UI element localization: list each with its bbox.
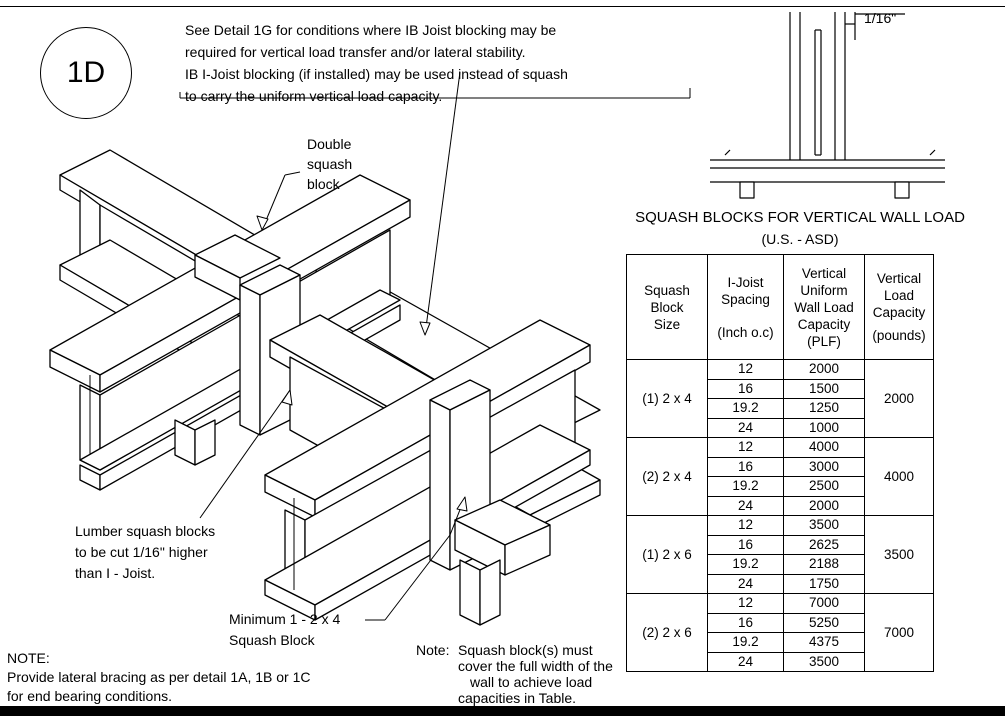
cell-spacing: 16 [707, 378, 784, 399]
cell-spacing: 24 [707, 495, 784, 516]
cell-size: (2) 2 x 4 [626, 437, 708, 516]
cell-size: (2) 2 x 6 [626, 593, 708, 672]
cell-spacing: 24 [707, 651, 784, 672]
note-left-heading: NOTE: [7, 650, 50, 666]
table-row: (1) 2 x 4 12 2000 2000 [626, 359, 934, 438]
header-uniform-capacity: Vertical Uniform Wall Load Capacity (PLF… [783, 254, 865, 360]
detail-id-badge: 1D [40, 27, 132, 119]
cell-plf: 7000 [783, 593, 865, 614]
cell-plf: 3500 [783, 651, 865, 672]
frame-top-border [0, 6, 1005, 7]
table-row: 24 3500 [627, 651, 934, 672]
cell-plf: 2000 [783, 359, 865, 380]
cell-spacing: 24 [707, 573, 784, 594]
cell-size: (1) 2 x 4 [626, 359, 708, 438]
note-bottom-line-3: wall to achieve load [470, 674, 593, 690]
top-note-line-3: IB I-Joist blocking (if installed) may b… [185, 66, 568, 82]
cell-spacing: 12 [707, 359, 784, 380]
cell-capacity: 7000 [864, 593, 934, 672]
cell-plf: 2188 [783, 554, 865, 575]
cell-spacing: 16 [707, 456, 784, 477]
callout-double-line-3: block [307, 176, 340, 192]
cell-plf: 1000 [783, 417, 865, 438]
top-note-line-2: required for vertical load transfer and/… [185, 44, 526, 60]
cell-spacing: 16 [707, 534, 784, 555]
cell-plf: 2625 [783, 534, 865, 555]
callout-minimum-line-1: Minimum 1 - 2 x 4 [229, 611, 341, 627]
cell-spacing: 19.2 [707, 398, 784, 419]
squash-block-load-table: Squash Block Size I-Joist Spacing (Inch … [626, 254, 934, 672]
cell-plf: 3500 [783, 515, 865, 536]
table-title: SQUASH BLOCKS FOR VERTICAL WALL LOAD [635, 209, 965, 226]
note-left-line-2: for end bearing conditions. [7, 688, 172, 704]
cell-plf: 1750 [783, 573, 865, 594]
cell-plf: 4375 [783, 632, 865, 653]
callout-lumber-line-2: to be cut 1/16" higher [75, 544, 208, 560]
callout-double-line-1: Double [307, 136, 352, 152]
cell-plf: 3000 [783, 456, 865, 477]
cell-plf: 5250 [783, 612, 865, 633]
bottom-post [174, 419, 551, 626]
cell-size: (1) 2 x 6 [626, 515, 708, 594]
callout-lumber-line-3: than I - Joist. [75, 565, 156, 581]
cell-spacing: 19.2 [707, 554, 784, 575]
table-row: 16 5250 [627, 612, 934, 633]
callout-double-line-2: squash [307, 156, 353, 172]
note-bottom-line-1: Squash block(s) must [458, 642, 593, 658]
callout-minimum-line-2: Squash Block [229, 632, 315, 648]
cell-plf: 4000 [783, 437, 865, 458]
cell-spacing: 16 [707, 612, 784, 633]
table-row: 16 2625 [627, 534, 934, 555]
table-subtitle: (U.S. - ASD) [761, 231, 839, 247]
cell-spacing: 19.2 [707, 632, 784, 653]
cell-spacing: 12 [707, 593, 784, 614]
cell-plf: 1250 [783, 398, 865, 419]
cell-plf: 1500 [783, 378, 865, 399]
cell-spacing: 12 [707, 437, 784, 458]
header-joist-spacing: I-Joist Spacing (Inch o.c) [707, 254, 784, 360]
table-header-row: Squash Block Size I-Joist Spacing (Inch … [626, 254, 934, 360]
header-load-capacity: Vertical Load Capacity (pounds) [864, 254, 934, 360]
cell-spacing: 24 [707, 417, 784, 438]
top-note-line-1: See Detail 1G for conditions where IB Jo… [185, 22, 557, 38]
cell-capacity: 4000 [864, 437, 934, 516]
top-note-line-4: to carry the uniform vertical load capac… [185, 88, 443, 104]
table-row: (2) 2 x 6 12 7000 7000 [626, 593, 934, 672]
cell-plf: 2500 [783, 476, 865, 497]
table-row: (2) 2 x 4 12 4000 4000 [626, 437, 934, 516]
elevation-dimension: 1/16" [864, 10, 897, 26]
table-row: (1) 2 x 6 12 3500 3500 [626, 515, 934, 594]
cell-spacing: 12 [707, 515, 784, 536]
cell-plf: 2000 [783, 495, 865, 516]
table-row: 19.2 2500 [627, 476, 934, 497]
note-left-line-1: Provide lateral bracing as per detail 1A… [7, 669, 311, 685]
callout-lumber-line-1: Lumber squash blocks [75, 523, 216, 539]
cell-spacing: 19.2 [707, 476, 784, 497]
note-bottom-prefix: Note: [416, 642, 450, 658]
bottom-border-bar [0, 706, 1005, 716]
table-row: 19.2 2188 [627, 554, 934, 575]
note-bottom-line-2: cover the full width of the [458, 658, 613, 674]
note-bottom-line-4: capacities in Table. [458, 690, 577, 706]
table-row: 24 2000 [627, 495, 934, 516]
elevation-view [710, 12, 945, 199]
table-row: 19.2 1250 [627, 398, 934, 419]
header-block-size: Squash Block Size [626, 254, 708, 360]
cell-capacity: 3500 [864, 515, 934, 594]
cell-capacity: 2000 [864, 359, 934, 438]
